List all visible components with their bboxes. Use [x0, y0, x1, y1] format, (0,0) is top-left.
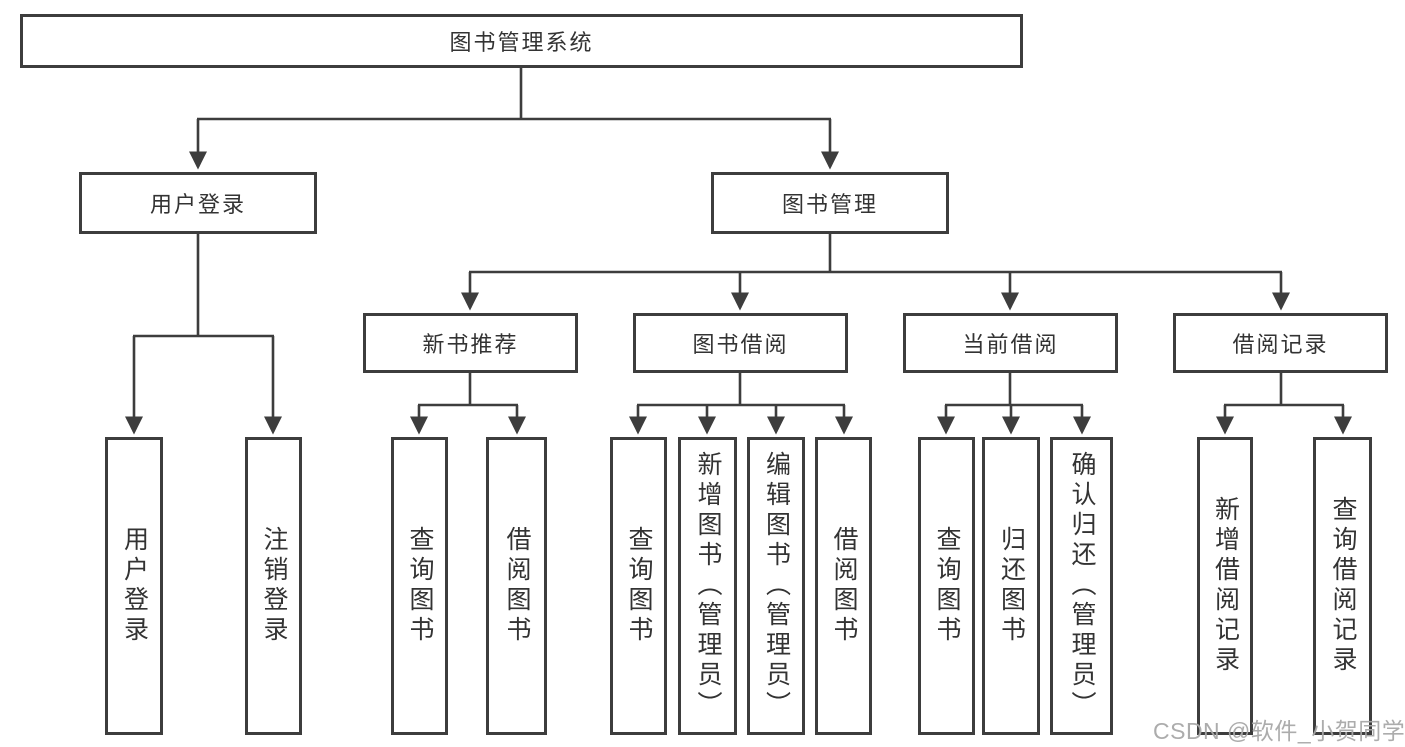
leaf-bb-query-books: 查询图书: [610, 437, 667, 735]
leaf-br-add-borrow-record: 新增借阅记录: [1197, 437, 1253, 735]
node-borrowing-records: 借阅记录: [1173, 313, 1388, 373]
leaf-br-query-borrow-record: 查询借阅记录: [1313, 437, 1372, 735]
leaf-logout: 注销登录: [245, 437, 302, 735]
leaf-bb-add-books-admin: 新增图书（管理员）: [678, 437, 737, 735]
leaf-bb-edit-books-admin: 编辑图书（管理员）: [747, 437, 805, 735]
node-book-borrowing: 图书借阅: [633, 313, 848, 373]
leaf-nbr-query-books: 查询图书: [391, 437, 448, 735]
leaf-user-login: 用户登录: [105, 437, 163, 735]
leaf-nbr-borrow-books: 借阅图书: [486, 437, 547, 735]
node-new-book-recommend: 新书推荐: [363, 313, 578, 373]
node-book-management: 图书管理: [711, 172, 949, 234]
node-current-borrowing: 当前借阅: [903, 313, 1118, 373]
leaf-cb-query-books: 查询图书: [918, 437, 975, 735]
node-user-login: 用户登录: [79, 172, 317, 234]
node-library-management-system: 图书管理系统: [20, 14, 1023, 68]
leaf-cb-return-books: 归还图书: [982, 437, 1040, 735]
leaf-cb-confirm-return-admin: 确认归还（管理员）: [1050, 437, 1113, 735]
csdn-watermark: CSDN @软件_小贺同学: [1153, 718, 1405, 744]
leaf-bb-borrow-books: 借阅图书: [815, 437, 872, 735]
